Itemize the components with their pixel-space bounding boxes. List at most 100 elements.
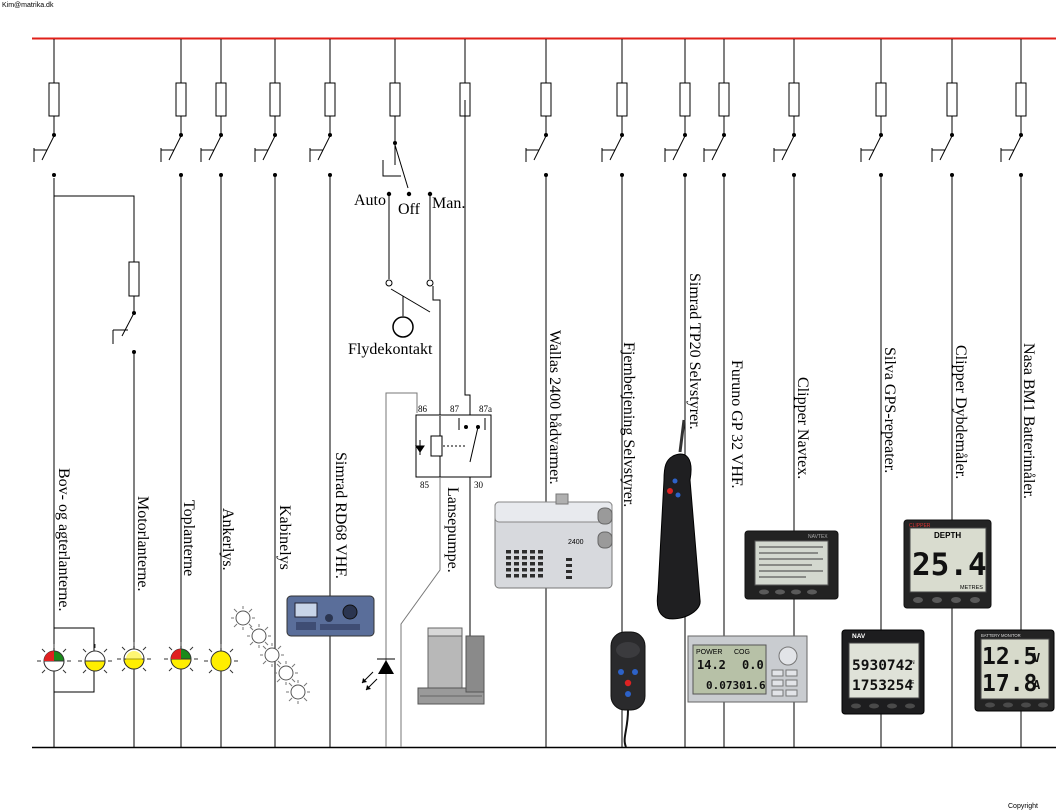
fuse-11 [718, 82, 730, 117]
fuse-12 [788, 82, 800, 117]
stern-light-lamp [78, 644, 112, 674]
battery-monitor-device: BATTERY MONITOR 12.5 V 17.8 A [974, 629, 1055, 712]
switch-9 [609, 135, 623, 161]
cabin-lamp-2 [247, 624, 271, 648]
relay-terminal-87a: 87a [479, 404, 492, 414]
switch-5 [317, 135, 331, 161]
fuse-15 [1015, 82, 1027, 117]
circuit-label-6: Simrad RD68 VHF. [332, 452, 349, 579]
switch-2 [168, 135, 182, 161]
repeater-brand: NAV [852, 633, 866, 640]
mode-selector-switch [394, 144, 409, 189]
branch-3 [200, 39, 227, 747]
cabin-lamp-1 [231, 606, 255, 630]
switch-12 [781, 135, 795, 161]
repeater-lon-hemisphere: E [911, 680, 915, 686]
heater-model: 2400 [568, 539, 584, 546]
repeater-longitude: 1753254 [852, 678, 913, 694]
float-switch [392, 316, 414, 338]
float-switch-contact [390, 288, 431, 313]
gps-trip-value: 0.07301.6 [706, 679, 766, 692]
tillerpilot-device [656, 419, 701, 620]
branch-5 [309, 39, 336, 747]
fuse-1 [48, 82, 60, 117]
masthead-light-lamp [164, 642, 198, 672]
battery-amps: 17.8 [982, 671, 1037, 697]
battery-volts: 12.5 [982, 644, 1037, 670]
wallas-heater-device: 2400 [494, 493, 613, 589]
fuse-2 [175, 82, 187, 117]
copyright-notice: Copyright [1008, 803, 1038, 810]
switch-8 [533, 135, 547, 161]
circuit-label-3: Toplanterne [180, 500, 197, 576]
auto-label: Auto [354, 192, 386, 209]
circuit-labels: Bov- og agterlanterne.Motorlanterne.Topl… [55, 273, 1037, 612]
fuse-14 [946, 82, 958, 117]
fuse-10 [679, 82, 691, 117]
switch-14 [939, 135, 953, 161]
cabin-lamp-4 [274, 661, 298, 685]
circuit-label-7: Lansepumpe. [444, 487, 461, 573]
depth-unit: METRES [960, 585, 983, 591]
fuse-6 [389, 82, 401, 117]
circuit-label-15: Nasa BM1 Batterimåler. [1020, 343, 1037, 499]
battery-volts-unit: V [1033, 651, 1040, 665]
bilge-pump-circuit: Auto Off Man. Flydekontakt 86 87 87a 85 … [348, 100, 492, 747]
autopilot-remote-device [610, 631, 646, 748]
circuit-label-1: Bov- og agterlanterne. [55, 468, 72, 612]
fuse-4 [269, 82, 281, 117]
cabin-light-lamps [231, 606, 310, 704]
relay-box [415, 414, 492, 478]
branch-14 [931, 39, 958, 747]
switch-11 [711, 135, 725, 161]
author-email: Kim@matrika.dk [2, 2, 54, 9]
circuit-label-9: Fjernbetjening Selvstyrer. [620, 342, 637, 507]
fuse-13 [875, 82, 887, 117]
diode-indicator [361, 658, 395, 691]
motor-light-fuse [128, 261, 140, 297]
vhf-radio-device [286, 595, 375, 637]
off-label: Off [398, 201, 421, 218]
gps-cog-value: 0.0 [742, 658, 764, 672]
depth-brand: CLIPPER [909, 523, 931, 529]
repeater-lat-hemisphere: N [911, 660, 915, 666]
bilge-pump-device [417, 627, 485, 705]
battery-title: BATTERY MONITOR [981, 633, 1021, 638]
relay-coil [430, 435, 443, 457]
anchor-light-lamp [204, 644, 238, 674]
circuit-label-10: Simrad TP20 Selvstyrer. [686, 273, 703, 430]
motor-light-switch [121, 312, 135, 337]
relay-terminal-86: 86 [418, 404, 428, 414]
cabin-lamp-5 [286, 680, 310, 704]
switch-15 [1008, 135, 1022, 161]
motor-light-lamp [117, 642, 151, 672]
gps-cog-label: COG [734, 649, 750, 656]
switch-4 [262, 135, 276, 161]
battery-amps-unit: A [1033, 678, 1041, 692]
clipper-depth-device: CLIPPER DEPTH 25.4 METRES [903, 519, 992, 609]
circuit-label-12: Clipper Navtex. [794, 377, 811, 479]
navtex-brand: NAVTEX [808, 534, 828, 540]
fuse-9 [616, 82, 628, 117]
float-switch-label: Flydekontakt [348, 341, 433, 358]
depth-value: 25.4 [912, 547, 987, 583]
manual-label: Man. [432, 195, 465, 212]
branch-2 [160, 39, 187, 747]
nav-light-circuit [37, 178, 112, 747]
switch-10 [672, 135, 686, 161]
motor-light-circuit [54, 195, 151, 747]
switch-3 [208, 135, 222, 161]
fuse-8 [540, 82, 552, 117]
repeater-latitude: 5930742 [852, 658, 913, 674]
branch-8 [525, 39, 552, 747]
cabin-lamp-3 [260, 643, 284, 667]
furuno-gps-device: POWER COG 14.2 0.0 0.07301.6 [687, 635, 808, 703]
circuit-label-8: Wallas 2400 bådvarmer. [546, 330, 563, 485]
gps-repeater-device: NAV 5930742 N 1753254 E [841, 629, 925, 715]
fuse-3 [215, 82, 227, 117]
fuse-5 [324, 82, 336, 117]
gps-power-label: POWER [696, 649, 722, 656]
relay-terminal-30: 30 [474, 480, 484, 490]
gps-speed-value: 14.2 [697, 658, 726, 672]
